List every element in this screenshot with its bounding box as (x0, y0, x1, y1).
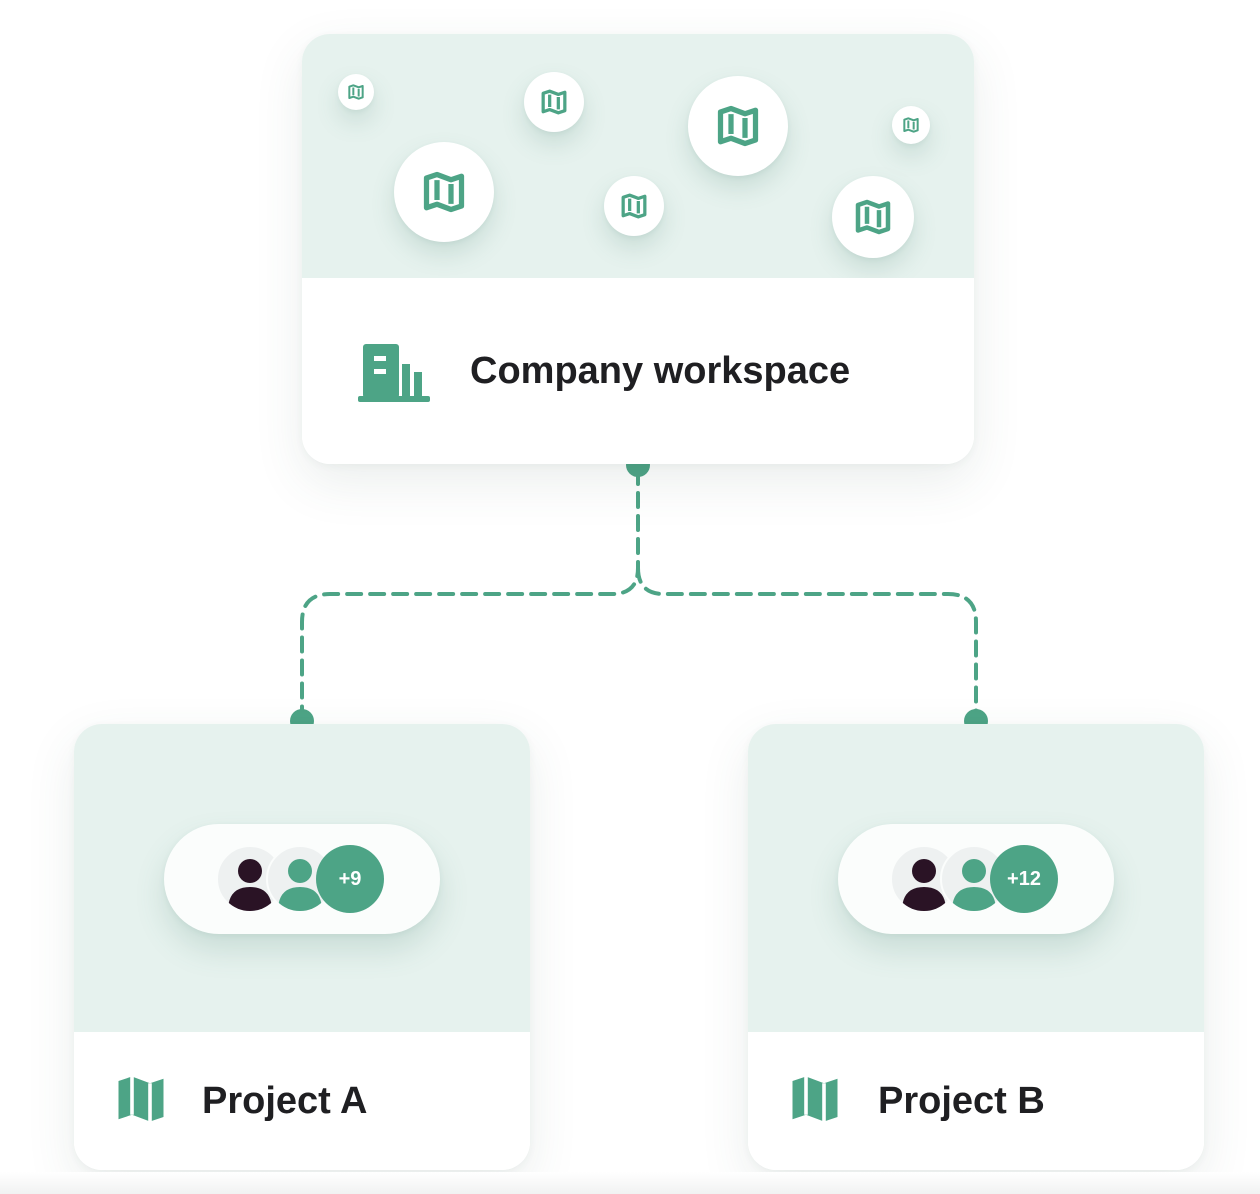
project-members-area: +9 (74, 724, 530, 1032)
project-title: Project A (202, 1080, 368, 1122)
map-bubble (892, 106, 930, 144)
map-bubble (688, 76, 788, 176)
map-icon (348, 84, 364, 100)
page-bottom-fade (0, 1172, 1260, 1194)
connector-branch-b (636, 566, 978, 718)
project-members-area: +12 (748, 724, 1204, 1032)
workspace-card[interactable]: Company workspace (302, 34, 974, 464)
map-icon (423, 171, 465, 213)
map-bubble (604, 176, 664, 236)
members-pill: +12 (838, 824, 1114, 934)
map-bubble (524, 72, 584, 132)
member-count-badge: +12 (990, 845, 1058, 913)
project-footer: Project B (748, 1032, 1204, 1170)
building-icon (358, 344, 430, 402)
avatar-dark (216, 845, 284, 913)
member-count-badge: +9 (316, 845, 384, 913)
workspace-map-area (302, 34, 974, 278)
person-icon (952, 859, 996, 911)
map-icon (855, 199, 891, 235)
avatar-dark (890, 845, 958, 913)
workspace-title: Company workspace (470, 350, 851, 392)
map-icon (621, 193, 647, 219)
project-title: Project B (878, 1080, 1045, 1122)
person-icon (278, 859, 322, 911)
project-footer: Project A (74, 1032, 530, 1170)
map-icon (903, 117, 919, 133)
map-bubble (832, 176, 914, 258)
person-icon (228, 859, 272, 911)
map-icon (717, 105, 759, 147)
members-pill: +9 (164, 824, 440, 934)
person-icon (902, 859, 946, 911)
workspace-footer: Company workspace (302, 278, 974, 464)
map-bubble (338, 74, 374, 110)
map-bubble (394, 142, 494, 242)
map-icon (541, 89, 567, 115)
connector-trunk (300, 468, 640, 718)
project-card-b[interactable]: +12 Project B (748, 724, 1204, 1170)
project-card-a[interactable]: +9 Project A (74, 724, 530, 1170)
map-icon (118, 1076, 164, 1122)
map-icon (792, 1076, 838, 1122)
